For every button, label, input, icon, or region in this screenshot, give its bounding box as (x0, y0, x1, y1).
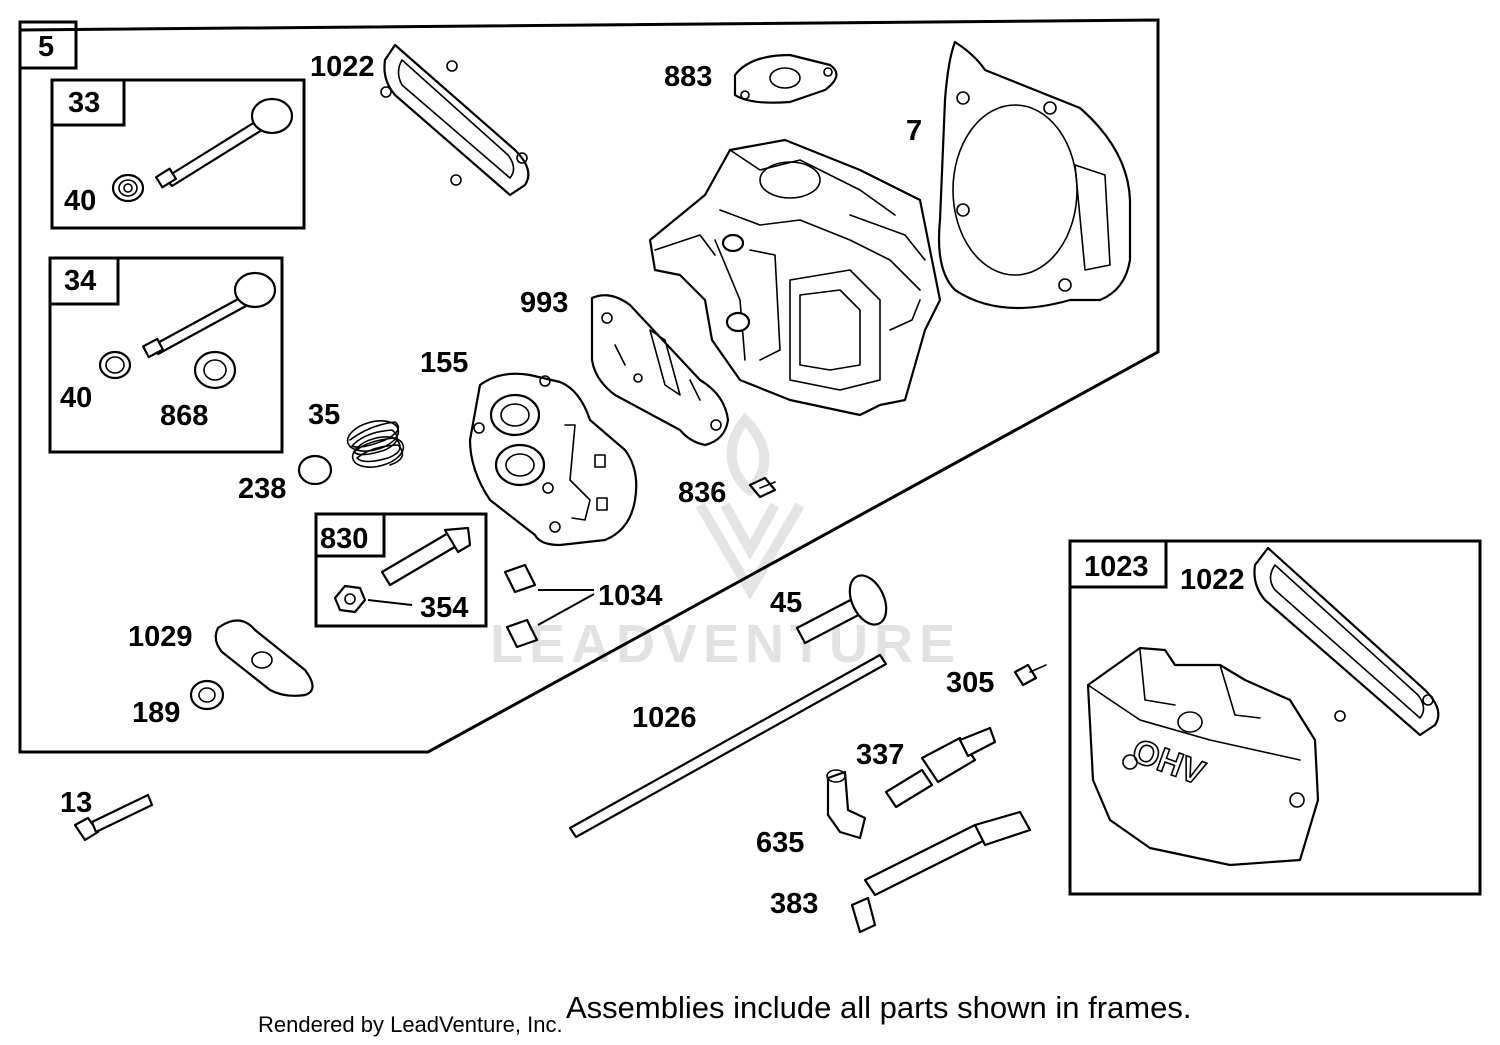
screw-icon (748, 476, 777, 499)
frame-cylinder-head-assembly: 5 (18, 18, 1160, 754)
part-label-155: 155 (420, 347, 468, 379)
part-label-635: 635 (756, 827, 804, 859)
part-label-337: 337 (856, 739, 904, 771)
rocker-cover-gasket-icon (1253, 546, 1440, 737)
retainer-clip-icon (503, 563, 539, 649)
breather-tube-icon (380, 526, 472, 587)
part-label-1026: 1026 (632, 702, 697, 734)
push-rod-icon (568, 653, 888, 839)
part-label-7: 7 (906, 115, 922, 147)
part-label-189: 189 (132, 697, 180, 729)
spark-plug-icon (884, 726, 997, 809)
valve-plate-icon (468, 372, 638, 547)
frame-label-33: 33 (68, 87, 100, 119)
valve-tool-icon (850, 810, 1032, 934)
part-label-883: 883 (664, 61, 712, 93)
tappet-icon (795, 574, 888, 645)
frame-breather-tube: 830 354 (314, 512, 488, 628)
part-label-40: 40 (64, 185, 96, 217)
frame-rocker-cover: 1023 1022 OHV (1068, 539, 1482, 896)
valve-cap-icon (297, 454, 333, 486)
part-label-1022: 1022 (310, 51, 375, 83)
breather-elbow-icon (826, 769, 867, 840)
rocker-nut-icon (189, 679, 225, 711)
frame-exhaust-valve: 34 40 868 (48, 256, 284, 454)
frames-note: Assemblies include all parts shown in fr… (566, 990, 1191, 1025)
part-label-868: 868 (160, 400, 208, 432)
frame-intake-valve: 33 40 (50, 78, 306, 230)
part-label-383: 383 (770, 888, 818, 920)
part-label-238: 238 (238, 473, 286, 505)
frame-label-34: 34 (64, 265, 96, 297)
credit-text: Rendered by LeadVenture, Inc. (258, 1012, 563, 1037)
valve-keeper-icon (98, 350, 132, 380)
head-gasket-icon (937, 40, 1132, 310)
rocker-arm-icon (214, 619, 314, 697)
frame-label-5: 5 (38, 31, 54, 63)
part-label-40: 40 (60, 382, 92, 414)
part-label-993: 993 (520, 287, 568, 319)
part-label-1029: 1029 (128, 621, 193, 653)
part-label-35: 35 (308, 399, 340, 431)
valve-rotator-icon (193, 350, 237, 390)
watermark-text: LEADVENTURE (490, 614, 961, 674)
part-label-354: 354 (420, 592, 468, 624)
nut-icon (333, 584, 367, 614)
valve-keeper-icon (111, 173, 145, 203)
part-label-1034: 1034 (598, 580, 663, 612)
rocker-cover-gasket-icon (380, 43, 530, 197)
intake-gasket-icon (733, 53, 838, 104)
part-label-1022: 1022 (1180, 564, 1245, 596)
bolt-icon (73, 793, 154, 842)
screw-icon (1013, 663, 1047, 687)
valve-icon (142, 271, 277, 359)
valve-spring-icon (346, 420, 405, 468)
part-label-13: 13 (60, 787, 92, 819)
frame-label-1023: 1023 (1084, 551, 1149, 583)
cylinder-head-icon (648, 138, 942, 417)
rocker-cover-icon: OHV (1086, 646, 1320, 867)
frame-label-830: 830 (320, 523, 368, 555)
part-label-305: 305 (946, 667, 994, 699)
part-label-45: 45 (770, 587, 802, 619)
valve-icon (154, 97, 294, 189)
head-plate-gasket-icon (590, 294, 730, 447)
part-label-836: 836 (678, 477, 726, 509)
